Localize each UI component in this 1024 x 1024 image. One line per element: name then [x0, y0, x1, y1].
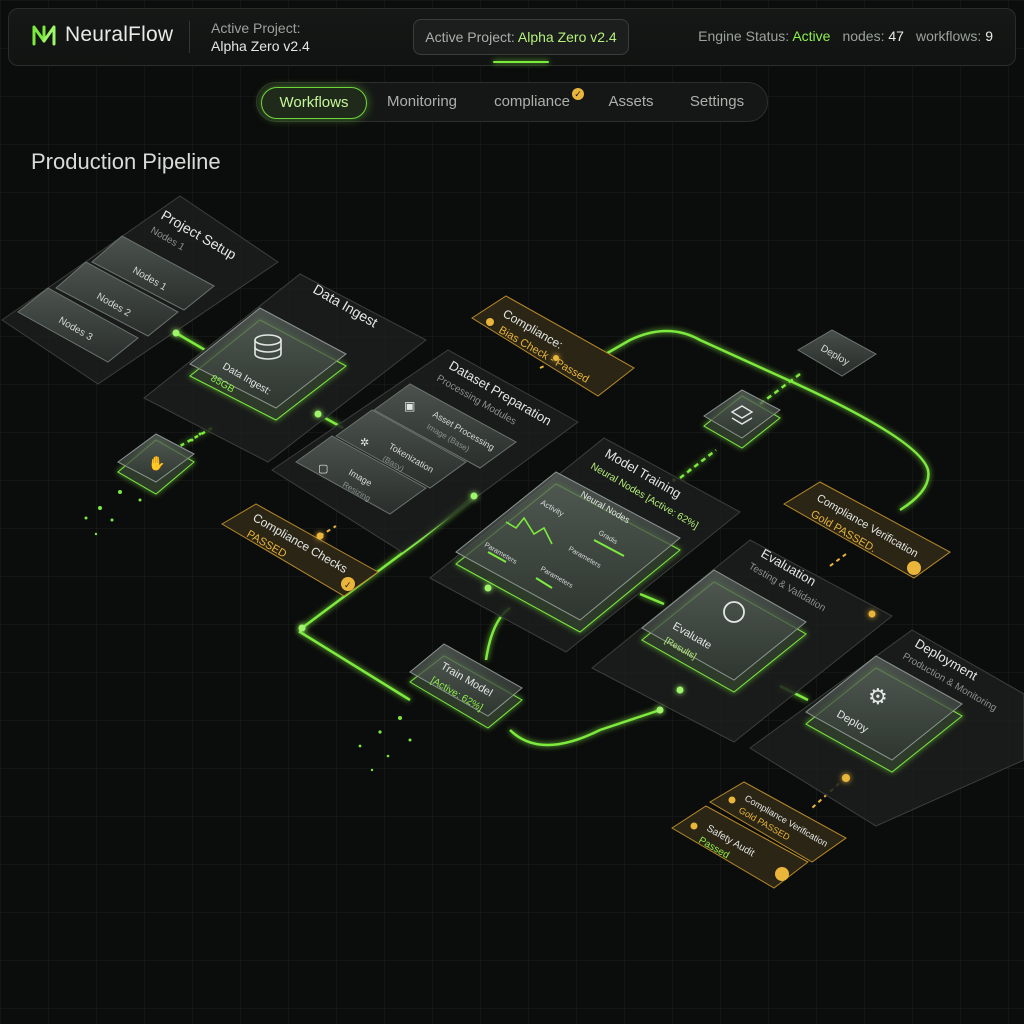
activity-sparkline [505, 516, 553, 545]
project-selector-value: Alpha Zero v2.4 [517, 29, 617, 45]
project-selector-indicator [493, 61, 549, 63]
deploy-top-node[interactable]: Deploy [797, 329, 877, 377]
safety-check-icon [775, 867, 789, 881]
stage-project-setup[interactable]: Project Setup Nodes 1 Nodes 1 Nodes 2 No… [1, 195, 279, 385]
image-icon: ▣ [404, 399, 415, 413]
layers-icon [730, 405, 754, 425]
compliance-small-dot [728, 796, 736, 804]
page-title: Production Pipeline [31, 149, 221, 174]
workflows-label: workflows: [915, 28, 982, 44]
connector-training-eval [639, 592, 665, 606]
resize-icon: ▢ [318, 463, 328, 475]
engine-status-label: Engine Status: [698, 28, 790, 44]
connector-compliance-deploy [577, 329, 930, 512]
engine-status-bar: Engine Status: Active nodes: 47 workflow… [698, 28, 993, 44]
train-model-node[interactable]: Train Model [Active: 62%] [409, 643, 523, 729]
top-bar: NeuralFlow Active Project: Alpha Zero v2… [8, 8, 1016, 66]
app-name: NeuralFlow [65, 23, 174, 46]
safety-audit-dot [690, 822, 698, 830]
nodes-label: nodes: [842, 28, 885, 44]
workflows-count: 9 [985, 28, 993, 44]
safety-audit-node[interactable]: Safety Audit Passed [671, 805, 809, 889]
stage-data-ingest[interactable]: Data Ingest Data Ingest: 85GB [143, 273, 427, 463]
compliance-verification-gold[interactable]: Compliance Verification Gold PASSED. [783, 481, 951, 579]
check-badge-icon [341, 577, 355, 591]
active-project-label: Active Project: [211, 20, 301, 36]
main-tabs: Workflows Monitoring compliance Assets S… [256, 82, 768, 122]
active-project-value: Alpha Zero v2.4 [211, 38, 310, 54]
tab-workflows[interactable]: Workflows [261, 87, 367, 119]
project-selector[interactable]: Active Project: Alpha Zero v2.4 [413, 19, 629, 55]
header-divider [189, 21, 190, 53]
svg-text:✓: ✓ [344, 580, 352, 590]
connector-ingest-cache [179, 426, 213, 448]
metric-bar-2 [487, 551, 507, 563]
connector-setup-ingest [175, 331, 206, 352]
stage-dataset-preparation[interactable]: Dataset Preparation Processing Modules ▣… [271, 349, 579, 553]
tab-compliance[interactable]: compliance [494, 93, 570, 110]
tab-monitoring[interactable]: Monitoring [386, 93, 458, 110]
junction-dots [172, 329, 684, 714]
stage-deployment[interactable]: Deployment Production & Monitoring ⚙ Dep… [749, 629, 1024, 827]
stage-evaluation[interactable]: Evaluation Testing & Validation Evaluate… [591, 539, 893, 743]
metric-bar-1 [593, 539, 625, 557]
project-selector-prefix: Active Project: [425, 29, 518, 45]
gear-icon: ⚙ [868, 684, 888, 709]
connector-layers-deploy [759, 373, 801, 405]
gold-check-icon [907, 561, 921, 575]
tab-assets[interactable]: Assets [608, 93, 654, 110]
active-project-info: Active Project: Alpha Zero v2.4 [211, 19, 310, 55]
compliance-check-badge-icon: ✓ [572, 88, 584, 100]
gear-small-icon: ✲ [360, 437, 369, 449]
tab-settings[interactable]: Settings [689, 93, 745, 110]
nodes-count: 47 [888, 28, 904, 44]
connector-training-layers [679, 449, 717, 479]
cache-node[interactable]: ✋ [117, 433, 195, 495]
hand-icon: ✋ [148, 455, 165, 471]
app-logo[interactable]: NeuralFlow [31, 23, 173, 47]
amber-junction-dots [316, 355, 876, 782]
stage-model-training[interactable]: Model Training Neural Nodes [Active: 62%… [429, 437, 741, 653]
compliance-status-dot [486, 318, 494, 326]
node-item-2[interactable]: Nodes 2 [55, 261, 179, 337]
layers-node[interactable] [703, 389, 781, 449]
database-icon [254, 334, 282, 360]
metric-bar-3 [535, 577, 553, 589]
connector-train-eval [509, 708, 661, 747]
search-target-icon [723, 601, 745, 623]
engine-status-value: Active [792, 28, 831, 44]
neural-n-icon [31, 23, 57, 47]
